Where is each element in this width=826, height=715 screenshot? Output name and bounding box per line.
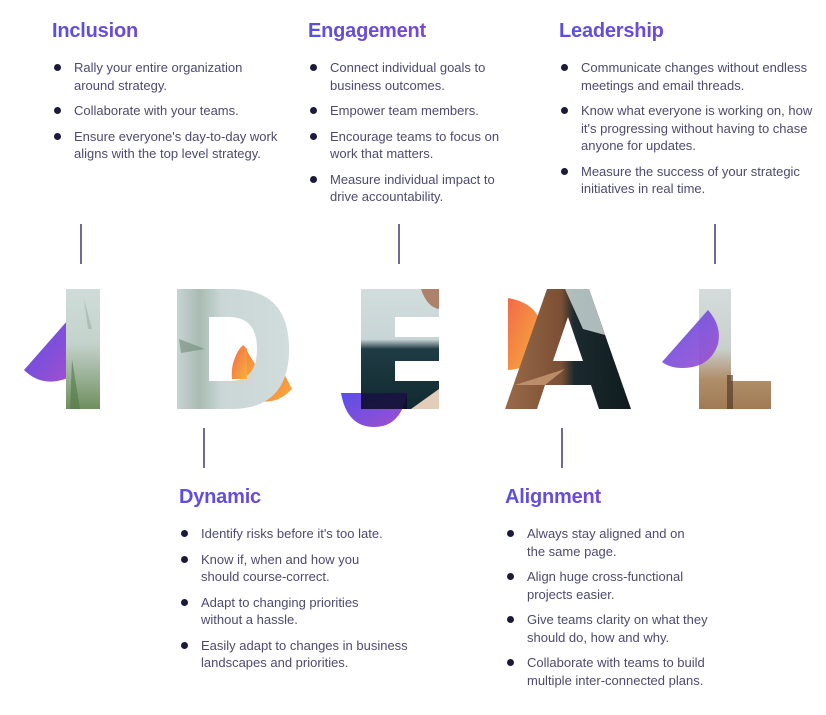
section-inclusion: Inclusion Rally your entire organization…	[52, 20, 282, 171]
section-leadership: Leadership Communicate changes without e…	[559, 20, 821, 206]
letter-l-purple-half-circle	[662, 310, 719, 368]
list-item: Rally your entire organization around st…	[52, 59, 282, 94]
connector-leadership	[714, 224, 716, 264]
connector-engagement	[398, 224, 400, 264]
list-item: Measure individual impact to drive accou…	[308, 171, 508, 206]
bullet-icon	[54, 64, 61, 71]
bullet-icon	[54, 132, 61, 140]
list-item: Adapt to changing priorities without a h…	[179, 594, 439, 629]
letter-d-inner-orange	[232, 345, 247, 379]
connector-dynamic	[203, 428, 205, 468]
bullet-icon	[181, 530, 188, 537]
letter-e	[361, 289, 439, 409]
bullet-icon	[310, 175, 317, 183]
letter-a	[505, 289, 631, 409]
bullet-icon	[561, 107, 568, 114]
list-item: Know what everyone is working on, how it…	[559, 102, 821, 155]
letter-i	[66, 289, 100, 409]
list-item: Measure the success of your strategic in…	[559, 163, 821, 198]
section-title-alignment: Alignment	[505, 486, 730, 509]
bullet-icon	[507, 530, 514, 537]
section-dynamic: Dynamic Identify risks before it's too l…	[179, 486, 439, 680]
list-item: Always stay aligned and on the same page…	[505, 525, 730, 560]
letter-d	[177, 289, 289, 409]
section-title-leadership: Leadership	[559, 20, 821, 43]
connector-alignment	[561, 428, 563, 468]
bullet-icon	[310, 107, 317, 114]
list-item: Ensure everyone's day-to-day work aligns…	[52, 128, 282, 163]
list-item: Collaborate with teams to build multiple…	[505, 654, 730, 689]
section-title-dynamic: Dynamic	[179, 486, 439, 509]
letter-l	[699, 289, 771, 409]
bullet-icon	[561, 64, 568, 71]
inclusion-list: Rally your entire organization around st…	[52, 59, 282, 163]
list-item: Connect individual goals to business out…	[308, 59, 508, 94]
bullet-icon	[181, 641, 188, 649]
dynamic-list: Identify risks before it's too late. Kno…	[179, 525, 439, 672]
list-item: Communicate changes without endless meet…	[559, 59, 821, 94]
list-item: Collaborate with your teams.	[52, 102, 282, 120]
section-title-engagement: Engagement	[308, 20, 508, 43]
bullet-icon	[181, 598, 188, 606]
letter-i-purple-quarter-circle	[24, 320, 68, 382]
bullet-icon	[507, 659, 514, 666]
connector-inclusion	[80, 224, 82, 264]
alignment-list: Always stay aligned and on the same page…	[505, 525, 730, 689]
bullet-icon	[507, 616, 514, 623]
list-item: Know if, when and how you should course-…	[179, 551, 439, 586]
list-item: Identify risks before it's too late.	[179, 525, 439, 543]
section-engagement: Engagement Connect individual goals to b…	[308, 20, 508, 214]
letter-e-purple-half-circle	[341, 393, 407, 427]
bullet-icon	[181, 555, 188, 563]
list-item: Encourage teams to focus on work that ma…	[308, 128, 508, 163]
bullet-icon	[507, 573, 514, 580]
bullet-icon	[54, 107, 61, 114]
bullet-icon	[310, 132, 317, 140]
bullet-icon	[310, 64, 317, 71]
bullet-icon	[561, 167, 568, 175]
list-item: Align huge cross-functional projects eas…	[505, 568, 730, 603]
section-alignment: Alignment Always stay aligned and on the…	[505, 486, 730, 697]
list-item: Give teams clarity on what they should d…	[505, 611, 730, 646]
engagement-list: Connect individual goals to business out…	[308, 59, 508, 206]
leadership-list: Communicate changes without endless meet…	[559, 59, 821, 198]
list-item: Empower team members.	[308, 102, 508, 120]
section-title-inclusion: Inclusion	[52, 20, 282, 43]
list-item: Easily adapt to changes in business land…	[179, 637, 439, 672]
